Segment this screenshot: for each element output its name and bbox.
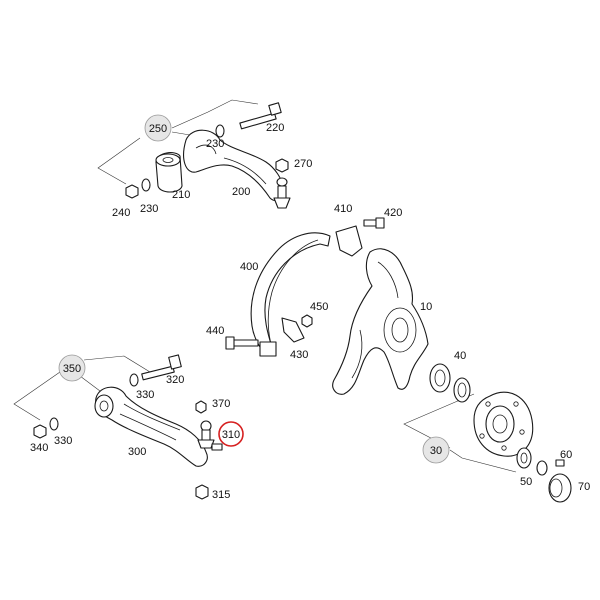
leader-350-a: [83, 355, 151, 373]
label-430: 430: [290, 349, 308, 361]
group-bubble-350[interactable]: [58, 354, 86, 382]
nut-450[interactable]: [301, 314, 313, 328]
label-420: 420: [384, 207, 402, 219]
label-240: 240: [112, 207, 130, 219]
washer-230-upper[interactable]: [215, 124, 225, 138]
nut-60[interactable]: [536, 459, 565, 476]
label-60: 60: [560, 449, 572, 461]
leader-250-b: [97, 137, 141, 185]
nut-370[interactable]: [195, 400, 207, 414]
bolt-440[interactable]: [225, 336, 259, 350]
nut-240[interactable]: [125, 184, 139, 199]
nut-315[interactable]: [195, 484, 209, 500]
label-400: 400: [240, 261, 258, 273]
leader-30-b: [449, 449, 517, 473]
bolt-320[interactable]: [141, 354, 182, 381]
cap-70[interactable]: [548, 473, 572, 503]
label-70: 70: [578, 481, 590, 493]
group-bubble-250[interactable]: [144, 114, 172, 142]
seal-50[interactable]: [516, 447, 532, 469]
bushing-300: [94, 394, 114, 418]
bolt-420[interactable]: [363, 217, 385, 229]
bracket-410[interactable]: [335, 225, 363, 257]
wheel-hub-group: 30 40 60 50 70: [403, 350, 590, 503]
label-330-upper: 330: [136, 389, 154, 401]
steering-knuckle-group: 410 420 400 10 450 440 430: [206, 203, 432, 395]
label-220: 220: [266, 122, 284, 134]
washer-330-lower[interactable]: [49, 417, 59, 431]
label-50: 50: [520, 476, 532, 488]
washer-230-lower[interactable]: [141, 178, 151, 192]
label-30: 30: [430, 445, 442, 457]
arc-arm-end: [259, 341, 277, 357]
ball-joint-310[interactable]: [197, 420, 223, 451]
hub-seal: [453, 377, 471, 403]
label-370: 370: [212, 398, 230, 410]
label-310: 310: [222, 429, 240, 441]
bolt-220[interactable]: [239, 102, 282, 130]
label-210: 210: [172, 189, 190, 201]
label-200: 200: [232, 186, 250, 198]
label-270: 270: [294, 158, 312, 170]
washer-330-upper[interactable]: [129, 373, 139, 387]
label-320: 320: [166, 374, 184, 386]
wheel-bearing-40[interactable]: [429, 363, 451, 393]
wheel-hub[interactable]: [473, 391, 534, 457]
label-340: 340: [30, 442, 48, 454]
label-450: 450: [310, 301, 328, 313]
bushing-210[interactable]: [155, 152, 183, 193]
ball-joint-200: [273, 177, 291, 209]
group-bubble-30[interactable]: [422, 436, 450, 464]
label-230-upper: 230: [206, 138, 224, 150]
label-10: 10: [420, 301, 432, 313]
leader-250-a: [171, 99, 259, 129]
nut-270[interactable]: [275, 158, 289, 173]
leader-350-b: [13, 371, 61, 421]
label-350: 350: [63, 363, 81, 375]
steering-knuckle-10[interactable]: [332, 248, 429, 395]
nut-340[interactable]: [33, 424, 47, 439]
lower-control-arm-group: 350 320 330 370 310 340 330 300 315: [13, 354, 244, 501]
label-330-lower: 330: [54, 435, 72, 447]
label-410: 410: [334, 203, 352, 215]
label-250: 250: [149, 123, 167, 135]
label-40: 40: [454, 350, 466, 362]
label-315: 315: [212, 489, 230, 501]
label-230-lower: 230: [140, 203, 158, 215]
highlight-ring-310[interactable]: [218, 421, 244, 447]
label-440: 440: [206, 325, 224, 337]
upper-control-arm-group: 250 220 230 270 200 240 230 210: [97, 99, 312, 219]
lower-control-arm-300[interactable]: [95, 386, 208, 467]
bracket-430[interactable]: [281, 317, 305, 343]
label-300: 300: [128, 446, 146, 458]
